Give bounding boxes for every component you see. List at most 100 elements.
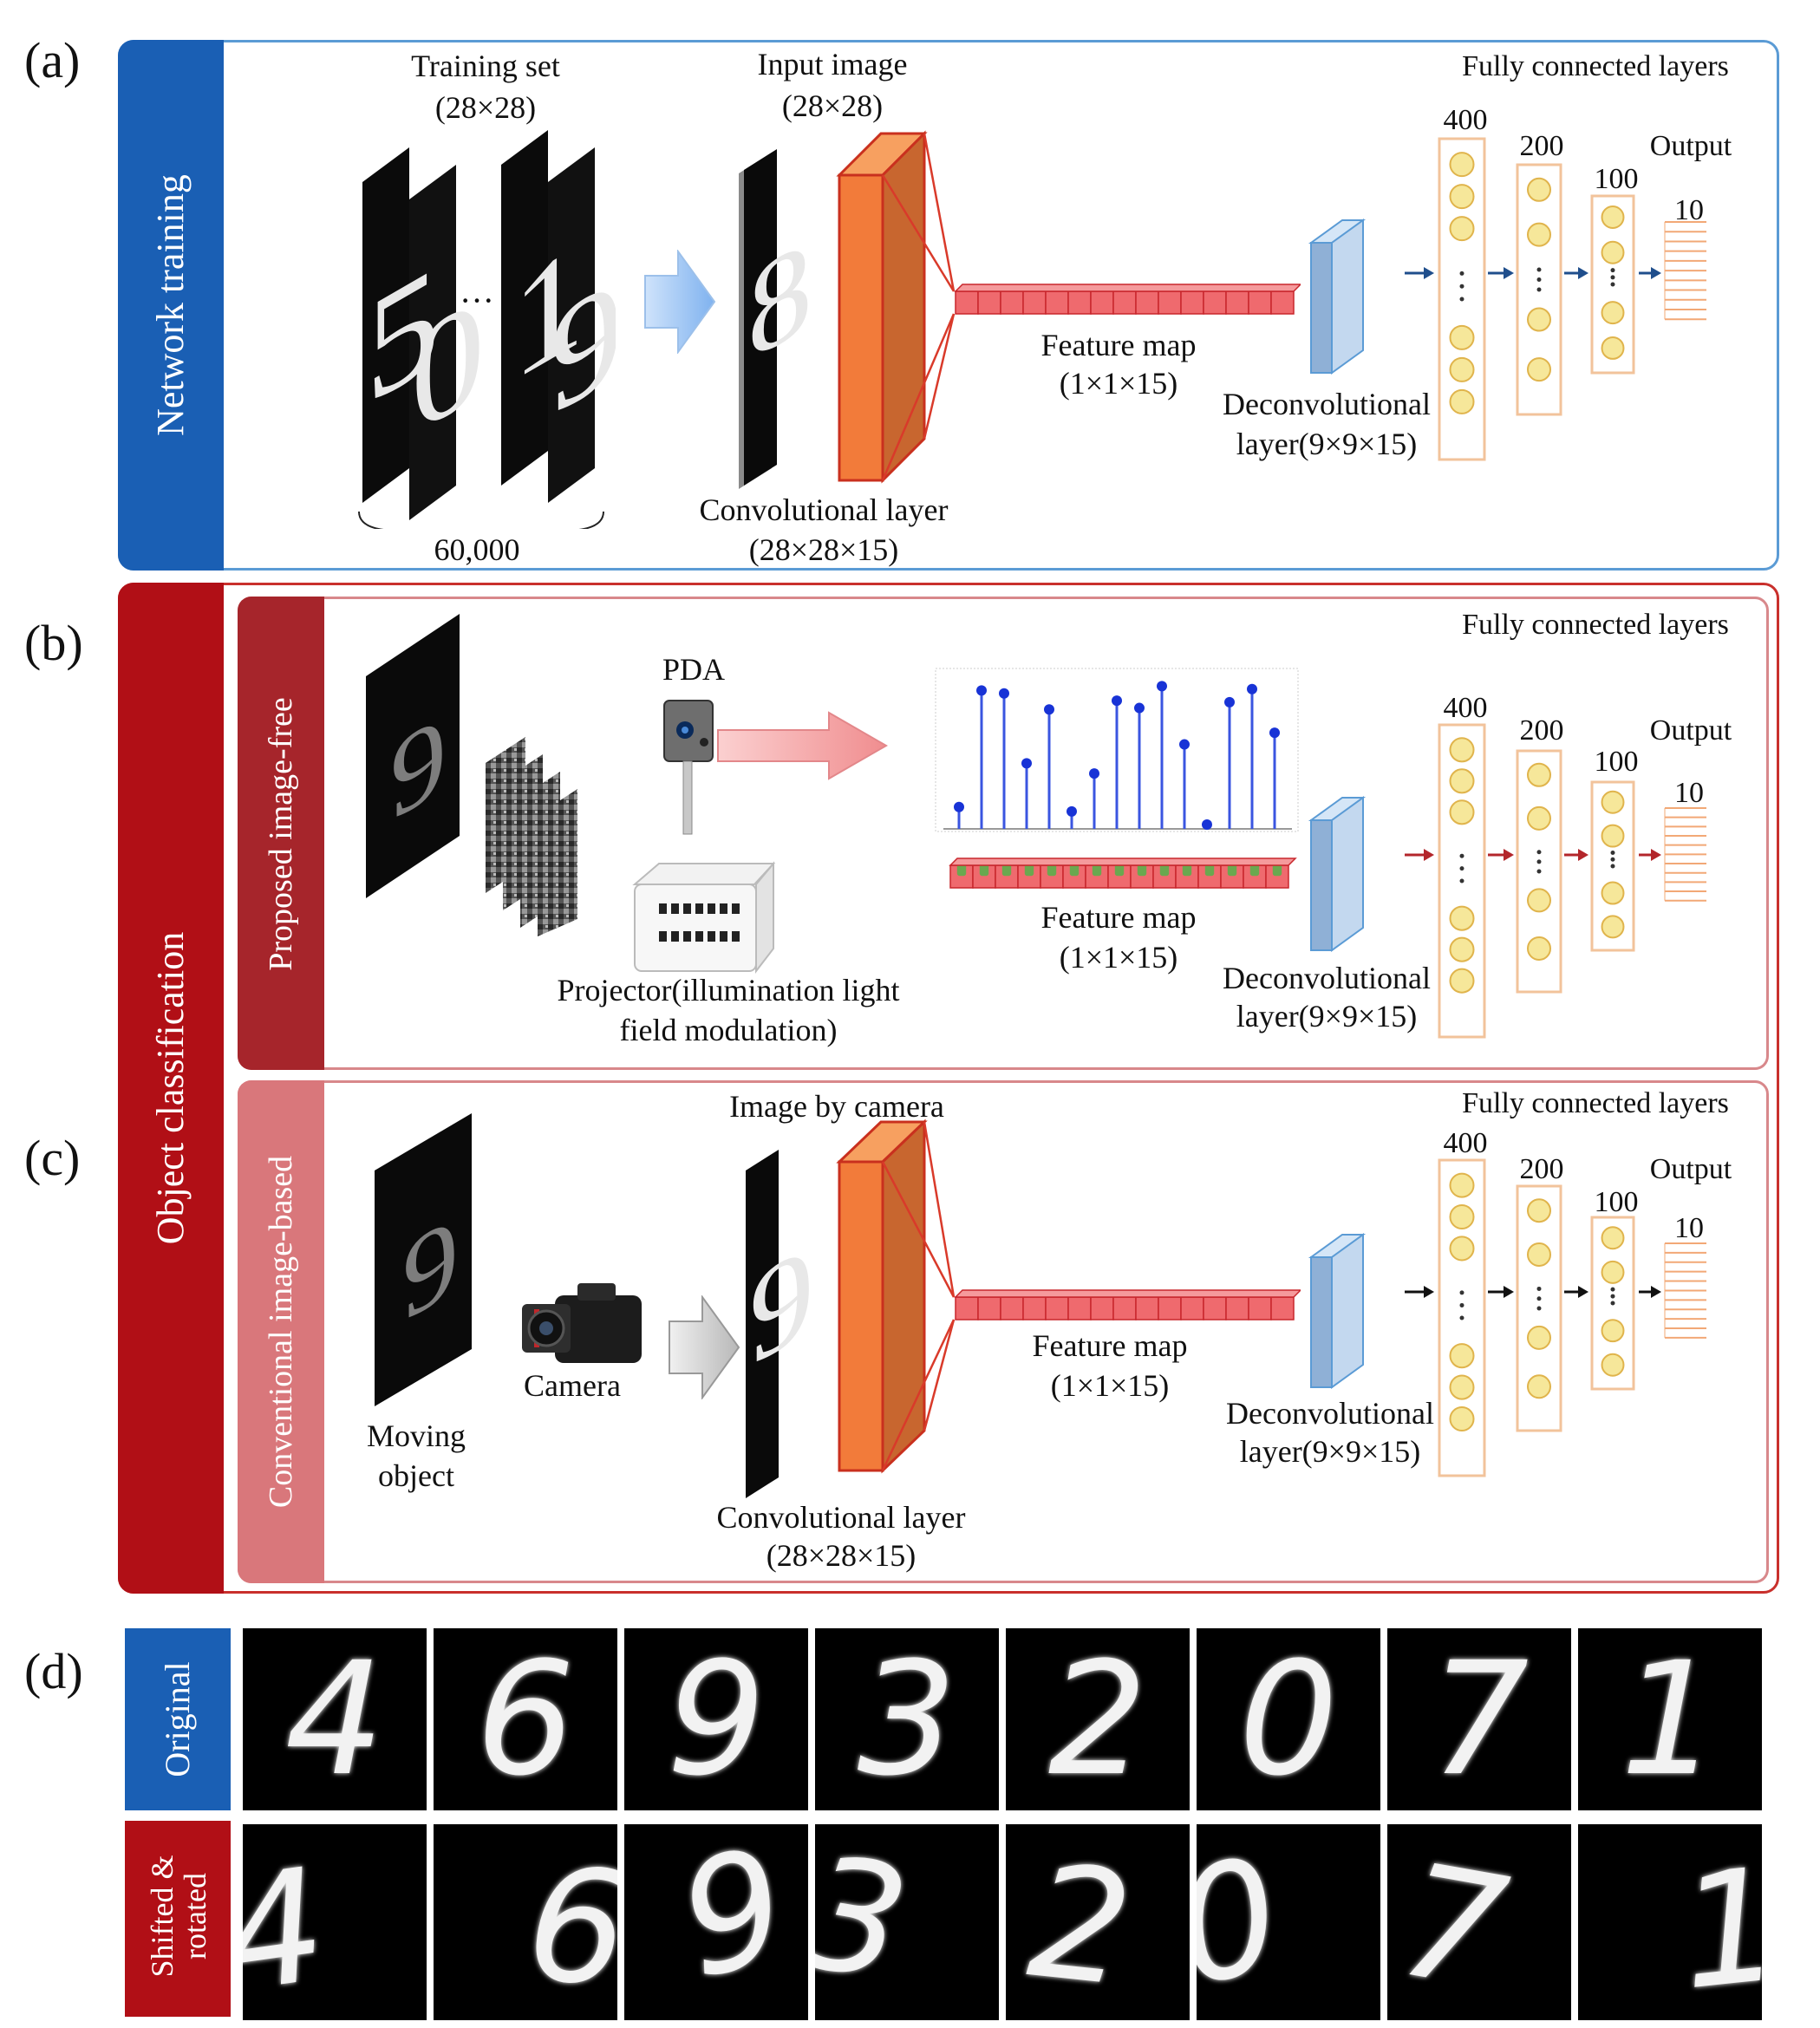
- camera-icon: [522, 1283, 642, 1363]
- output-size-c: 10: [1674, 1212, 1704, 1244]
- fc-size-100-c: 100: [1594, 1186, 1639, 1218]
- panel-d-letter: (d): [24, 1643, 83, 1699]
- input-image-label: Input image: [757, 47, 908, 82]
- fc-node: [1449, 216, 1475, 242]
- projector-label-1: Projector(illumination light: [557, 973, 900, 1007]
- fc-node: [1601, 1353, 1625, 1377]
- fc-node: [1449, 184, 1475, 210]
- stem-point: [1269, 727, 1280, 739]
- fc-node: [1601, 301, 1625, 325]
- fc-node: [1449, 799, 1475, 825]
- camera-image-and-conv: 9: [746, 1118, 1301, 1498]
- pda-detector-icon: [663, 700, 714, 835]
- feature-cell: [1248, 290, 1272, 315]
- object-and-patterns-b: 9: [366, 614, 577, 936]
- fc-size-100-b: 100: [1594, 746, 1639, 778]
- fc-node: [1527, 888, 1551, 913]
- fc-node: [1449, 1203, 1475, 1230]
- deconv-label-b: Deconvolutional: [1223, 961, 1431, 995]
- fc-node: [1527, 805, 1551, 831]
- feature-cell: [1135, 1296, 1159, 1320]
- shifted-digit-tile: 0: [1197, 1824, 1380, 2020]
- feature-map-dim-a: (1×1×15): [1059, 366, 1178, 401]
- digit-glyph: 7: [1388, 1829, 1518, 2020]
- fc-node: [1449, 737, 1475, 763]
- conv-layer-dim-a: (28×28×15): [748, 532, 899, 567]
- feature-cell: [1090, 1296, 1114, 1320]
- shifted-digit-tile: 1: [1578, 1824, 1762, 2020]
- panel-c-letter: (c): [24, 1130, 81, 1186]
- feature-cell: [1090, 290, 1114, 315]
- digit-glyph: 6: [521, 1833, 617, 2020]
- feature-cell: [1045, 1296, 1069, 1320]
- feature-cell: [977, 1296, 1001, 1320]
- panel-b-side-bar: [238, 597, 324, 1070]
- fc-node: [1527, 1374, 1551, 1399]
- digit-glyph: 1: [1672, 1834, 1762, 2020]
- fc-node: [1601, 915, 1625, 939]
- feature-map-dim-c: (1×1×15): [1050, 1368, 1170, 1403]
- feature-cell: [955, 1296, 979, 1320]
- fc-size-400-b: 400: [1443, 692, 1488, 724]
- image-by-camera-label: Image by camera: [729, 1089, 944, 1124]
- fc-size-100-a: 100: [1594, 163, 1639, 195]
- fc-node: [1449, 1172, 1475, 1198]
- conv-layer-label-c: Convolutional layer: [716, 1500, 966, 1535]
- digit-glyph: 3: [815, 1824, 920, 2017]
- panel-b-side-label: Proposed image-free: [263, 697, 299, 971]
- pda-label: PDA: [662, 652, 726, 687]
- deconv-label-a: Deconvolutional: [1223, 387, 1431, 421]
- stem-point: [1134, 702, 1145, 714]
- output-label-a: Output: [1649, 130, 1732, 162]
- fc-size-200-c: 200: [1519, 1153, 1564, 1185]
- fc-network-c: [1405, 1158, 1706, 1477]
- fc-node: [1527, 222, 1551, 247]
- fc-size-400-a: 400: [1443, 104, 1488, 136]
- feature-map-label-b: Feature map: [1040, 900, 1197, 935]
- feature-cell: [1045, 290, 1069, 315]
- deconv-block-b: [1308, 796, 1367, 952]
- feature-cell: [1022, 1296, 1047, 1320]
- digit-glyph: 0: [1197, 1824, 1295, 2020]
- feature-cell: [1112, 1296, 1137, 1320]
- moving-object-c: 9: [375, 1113, 472, 1406]
- fc-node: [1527, 762, 1551, 787]
- fc-node: [1527, 177, 1551, 202]
- feature-cell: [1225, 1296, 1249, 1320]
- fc-node: [1601, 336, 1625, 360]
- training-set-stack: 5 0 1 9 ···: [358, 130, 616, 529]
- feature-cell: [1270, 1296, 1295, 1320]
- fc-node: [1601, 1260, 1625, 1284]
- stem-point: [976, 685, 987, 696]
- original-digit-tile: 9: [624, 1628, 808, 1810]
- panel-a-letter: (a): [24, 32, 81, 88]
- input-arrow-icon: [644, 250, 716, 354]
- feature-cell: [1203, 1296, 1227, 1320]
- digit-glyph: 4: [243, 1834, 336, 2020]
- output-label-b: Output: [1649, 714, 1732, 747]
- stem-point: [1157, 681, 1167, 692]
- fc-node: [1527, 1242, 1551, 1267]
- feature-cell: [1203, 290, 1227, 315]
- feature-cell: [1180, 1296, 1204, 1320]
- feature-map-label-a: Feature map: [1040, 328, 1197, 362]
- fc-node: [1449, 388, 1475, 414]
- fc-node: [1601, 1319, 1625, 1343]
- deconv-block-c: [1308, 1233, 1367, 1389]
- deconv-dim-b: layer(9×9×15): [1236, 999, 1418, 1034]
- fc-node: [1527, 936, 1551, 961]
- fc-node: [1449, 1374, 1475, 1400]
- row2-side-bar: [125, 1821, 231, 2017]
- digit-glyph: 9: [666, 1628, 766, 1810]
- digit-glyph: 9: [663, 1824, 804, 2014]
- training-set-dim: (28×28): [434, 90, 537, 125]
- fc-node: [1449, 152, 1475, 178]
- fc-node: [1601, 240, 1625, 264]
- moving-object-label-2: object: [378, 1458, 454, 1493]
- fc-node: [1527, 1325, 1551, 1350]
- fc-size-400-c: 400: [1443, 1127, 1488, 1159]
- shifted-digit-tile: 7: [1387, 1824, 1571, 2020]
- fc-node: [1449, 905, 1475, 931]
- camera-label: Camera: [524, 1368, 621, 1403]
- camera-arrow-icon: [669, 1295, 740, 1399]
